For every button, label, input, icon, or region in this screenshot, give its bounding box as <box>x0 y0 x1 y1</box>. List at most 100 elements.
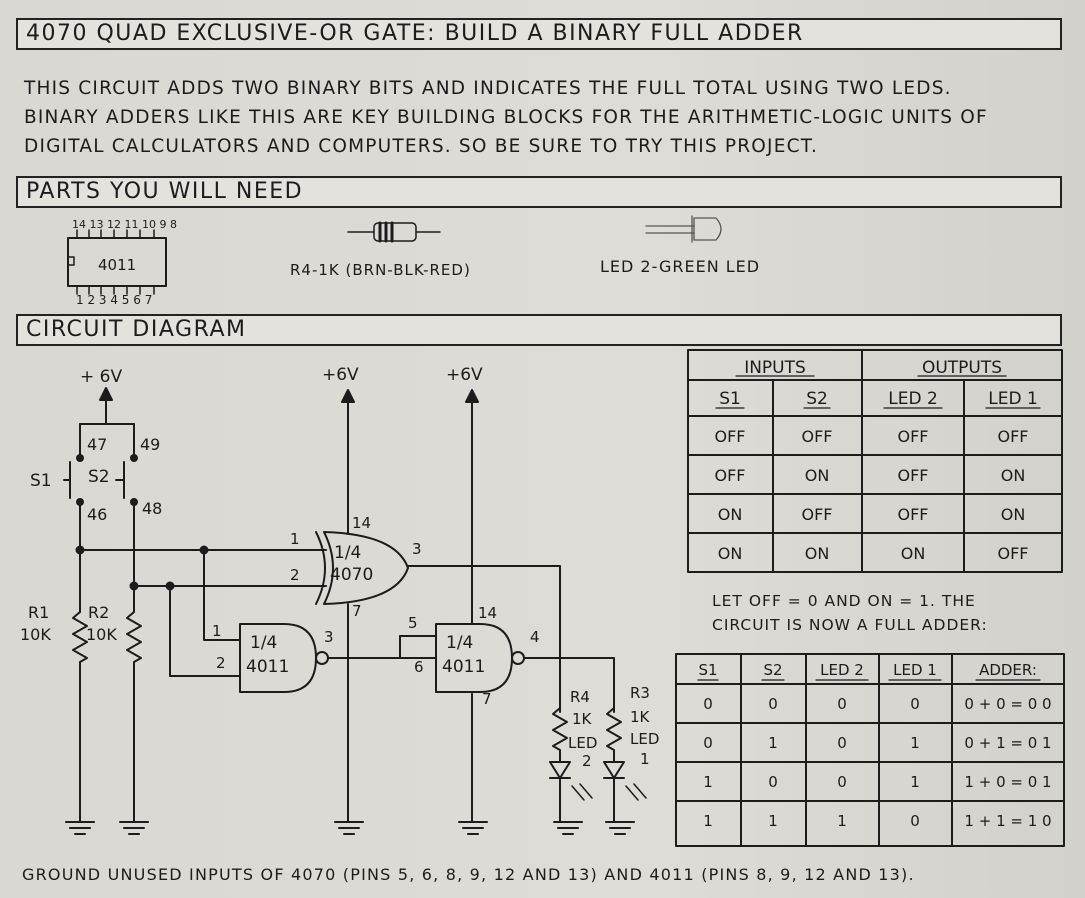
tt-cell: OFF <box>802 427 833 446</box>
tt-header-led2: LED 2 <box>888 389 938 409</box>
tt-cell: OFF <box>998 544 1029 563</box>
page-title: 4070 QUAD EXCLUSIVE-OR GATE: BUILD A BIN… <box>26 21 804 46</box>
tt-cell: OFF <box>715 466 746 485</box>
tt-header-s1: S1 <box>719 389 741 409</box>
xor-pin-1: 1 <box>290 530 300 548</box>
tt-cell: ON <box>718 544 743 563</box>
nand-gate-1: 1/4 4011 1 2 3 <box>212 622 411 693</box>
ad-header-s1: S1 <box>698 661 717 679</box>
xor-pin-2: 2 <box>290 566 300 584</box>
ad-cell: 1 <box>768 812 778 830</box>
r2-value: 10K <box>86 625 117 644</box>
ground-symbols <box>65 821 635 835</box>
intro-line-3: DIGITAL CALCULATORS AND COMPUTERS. SO BE… <box>24 136 819 157</box>
switch-s1 <box>63 453 84 509</box>
ad-cell: 0 <box>703 695 713 713</box>
resistor-r2 <box>126 611 142 823</box>
supply-right-label: +6V <box>446 365 483 385</box>
led1-number: 1 <box>640 750 650 768</box>
nand2-pin-6: 6 <box>414 658 424 676</box>
resistor-part-icon <box>347 221 441 243</box>
nand2-pin-14: 14 <box>478 604 497 622</box>
ad-cell: 1 <box>768 734 778 752</box>
led-part-label: LED 2-GREEN LED <box>600 257 761 276</box>
ad-cell: 0 <box>837 695 847 713</box>
ad-header-led1: LED 1 <box>893 661 937 679</box>
r3-label: R3 <box>630 684 650 702</box>
resistor-r3 <box>606 707 622 763</box>
supply-mid-label: +6V <box>322 365 359 385</box>
tt-cell: ON <box>1001 466 1026 485</box>
switch-s2 <box>115 453 138 509</box>
ad-cell: 1 + 0 = 0 1 <box>964 773 1051 791</box>
parts-header: PARTS YOU WILL NEED <box>16 176 1062 208</box>
chip-top-pins: 14 13 12 11 10 9 8 <box>72 218 177 231</box>
chip-label: 4011 <box>98 256 136 274</box>
r4-value: 1K <box>572 710 593 728</box>
nand1-frac: 1/4 <box>250 633 277 653</box>
ad-cell: 0 <box>768 773 778 791</box>
nand1-pin-3: 3 <box>324 628 334 646</box>
r2-label: R2 <box>88 603 109 622</box>
ad-cell: 0 <box>910 812 920 830</box>
tt-header-s2: S2 <box>806 389 828 409</box>
led-part-icon <box>645 215 722 243</box>
tt-cell: ON <box>805 466 830 485</box>
tt-cell: ON <box>805 544 830 563</box>
nand1-pin-1: 1 <box>212 622 222 640</box>
nand2-pin-7: 7 <box>482 690 492 708</box>
nand2-chip: 4011 <box>442 657 485 677</box>
tt-cell: OFF <box>898 466 929 485</box>
ad-cell: 0 <box>703 734 713 752</box>
s1-label: S1 <box>30 471 52 491</box>
tt-cell: OFF <box>715 427 746 446</box>
ad-cell: 1 <box>703 773 713 791</box>
circuit-header: CIRCUIT DIAGRAM <box>16 314 1062 346</box>
pin-46: 46 <box>87 505 107 524</box>
circuit-heading: CIRCUIT DIAGRAM <box>26 317 247 342</box>
title-header: 4070 QUAD EXCLUSIVE-OR GATE: BUILD A BIN… <box>16 18 1062 50</box>
adder-table: S1 S2 LED 2 LED 1 ADDER: 0 0 0 0 0 + 0 =… <box>675 653 1065 847</box>
nand2-pin-5: 5 <box>408 614 418 632</box>
chip-bottom-pins: 1 2 3 4 5 6 7 <box>76 293 152 307</box>
footer-note: GROUND UNUSED INPUTS OF 4070 (PINS 5, 6,… <box>22 865 915 884</box>
xor-gate-4070: 1/4 4070 1 2 3 14 7 <box>290 514 561 713</box>
tt-cell: ON <box>1001 505 1026 524</box>
intro-line-1: THIS CIRCUIT ADDS TWO BINARY BITS AND IN… <box>24 78 952 99</box>
supply-left-label: + 6V <box>80 367 122 387</box>
ad-header-led2: LED 2 <box>820 661 864 679</box>
supply-rails: +6V +6V <box>322 365 483 823</box>
intro-line-2: BINARY ADDERS LIKE THIS ARE KEY BUILDING… <box>24 107 988 128</box>
ad-cell: 0 <box>837 773 847 791</box>
s2-label: S2 <box>88 467 110 487</box>
tt-cell: ON <box>718 505 743 524</box>
tt-cell: ON <box>901 544 926 563</box>
ad-header-s2: S2 <box>763 661 782 679</box>
intro-paragraph: THIS CIRCUIT ADDS TWO BINARY BITS AND IN… <box>24 74 988 161</box>
nand1-chip: 4011 <box>246 657 289 677</box>
pin-49: 49 <box>140 435 160 454</box>
led1-label: LED <box>630 730 659 748</box>
xor-frac: 1/4 <box>334 543 361 563</box>
chip-4011-icon: 14 13 12 11 10 9 8 1 2 3 4 5 6 7 4011 <box>67 218 177 307</box>
ad-cell: 0 <box>837 734 847 752</box>
tt-cell: OFF <box>998 427 1029 446</box>
input-bus <box>75 507 327 677</box>
tt-cell: OFF <box>898 427 929 446</box>
xor-pin-3: 3 <box>412 540 422 558</box>
led2-label: LED <box>568 734 597 752</box>
nand2-pin-4: 4 <box>530 628 540 646</box>
r4-label: R4 <box>570 688 590 706</box>
ad-cell: 1 <box>703 812 713 830</box>
tt-cell: OFF <box>802 505 833 524</box>
left-supply: + 6V <box>79 367 135 455</box>
pin-47: 47 <box>87 435 107 454</box>
ad-cell: 1 + 1 = 1 0 <box>964 812 1051 830</box>
ad-cell: 1 <box>910 734 920 752</box>
nand-gate-2: 1/4 4011 5 6 4 14 7 <box>408 604 615 713</box>
ad-cell: 0 + 1 = 0 1 <box>964 734 1051 752</box>
ad-cell: 1 <box>910 773 920 791</box>
led1-icon <box>603 761 647 823</box>
parts-heading: PARTS YOU WILL NEED <box>26 179 304 204</box>
